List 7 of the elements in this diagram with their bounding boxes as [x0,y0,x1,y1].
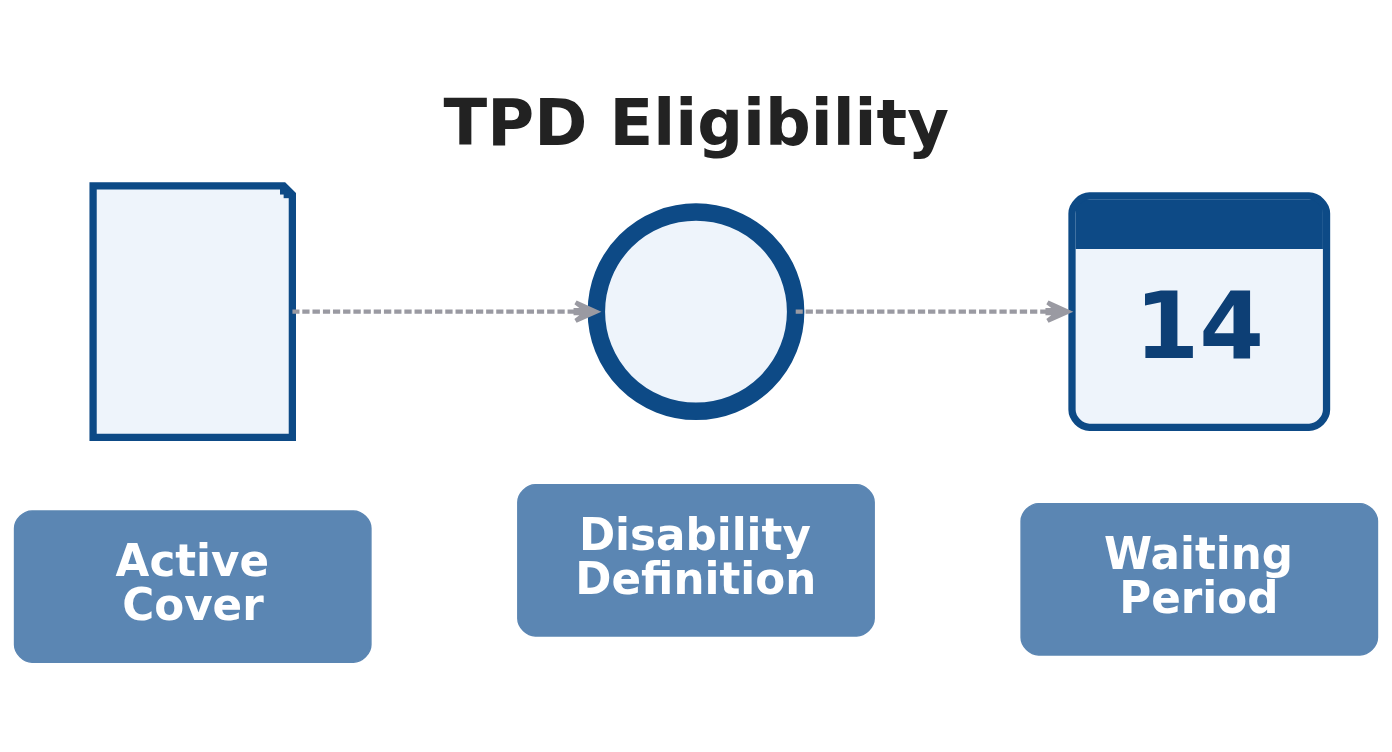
node-box: Waiting Period [1020,502,1379,656]
node-box: Active Cover [13,510,372,663]
node-box: Disability Definition [517,484,875,637]
arrow [292,300,599,323]
arrow [795,300,1071,323]
diagram-title: TPD Eligibility [443,86,949,161]
node-magnifier [587,203,805,420]
